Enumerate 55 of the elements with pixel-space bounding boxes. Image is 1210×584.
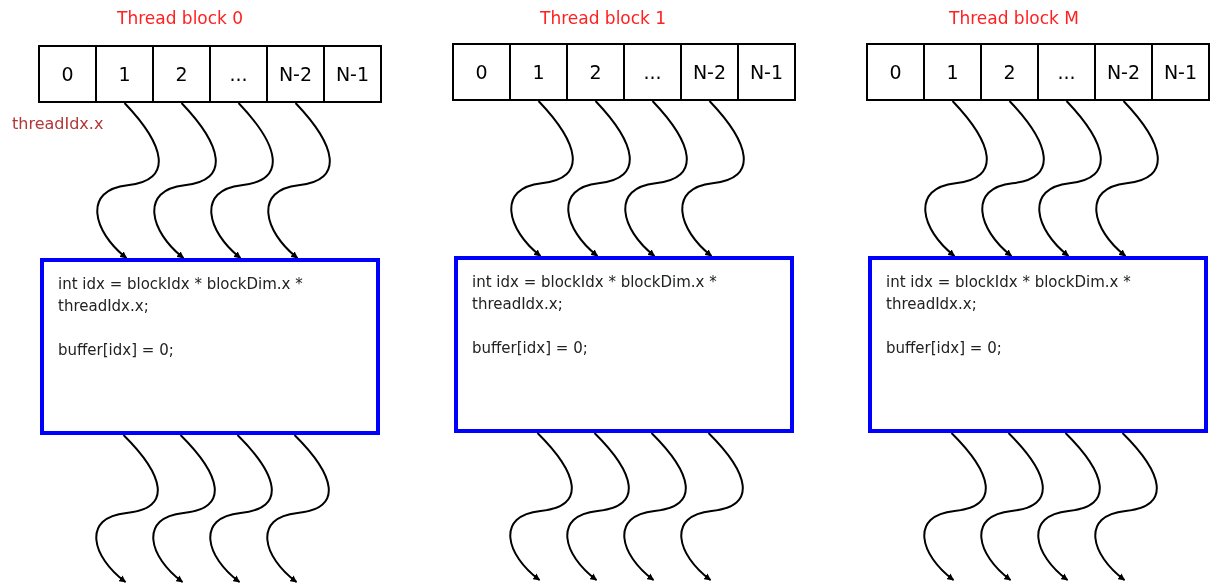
wavy-arrow [96, 102, 160, 259]
wavy-arrow [266, 434, 330, 583]
wavy-arrow [1094, 432, 1158, 581]
wavy-arrow [209, 434, 273, 583]
array-cell: ... [209, 45, 268, 103]
code-text: int idx = blockIdx * blockDim.x * threadIdx.x; [886, 272, 1132, 315]
wavy-arrow [680, 432, 744, 581]
array-cell: 1 [95, 45, 154, 103]
array-cell: N-1 [323, 45, 382, 103]
array-cell: N-2 [680, 43, 739, 101]
wavy-arrow [1038, 100, 1102, 257]
array-cell: 1 [509, 43, 568, 101]
wavy-arrow [681, 100, 745, 257]
array-cell: 0 [866, 43, 925, 101]
index-label: threadIdx.x [12, 114, 104, 133]
array-cell: N-2 [266, 45, 325, 103]
array-cell: 2 [980, 43, 1039, 101]
wavy-arrow [210, 102, 274, 259]
code-text: int idx = blockIdx * blockDim.x * threadIdx.x; [472, 272, 718, 315]
wavy-arrow [153, 102, 217, 259]
array-cell: ... [623, 43, 682, 101]
wavy-arrow [624, 100, 688, 257]
array-cell: N-2 [1094, 43, 1153, 101]
wavy-arrow [95, 434, 159, 583]
array-cell: N-1 [737, 43, 796, 101]
array-cell: 2 [152, 45, 211, 103]
wavy-arrow [924, 100, 988, 257]
wavy-arrow [510, 100, 574, 257]
wavy-arrow [1095, 100, 1159, 257]
wavy-arrow [152, 434, 216, 583]
array-cell: 2 [566, 43, 625, 101]
code-box [454, 256, 794, 433]
code-box [868, 256, 1208, 433]
array-cell: N-1 [1151, 43, 1210, 101]
array-cell: 1 [923, 43, 982, 101]
wavy-arrow [567, 100, 631, 257]
wavy-arrow [509, 432, 573, 581]
array-cell: 0 [452, 43, 511, 101]
wavy-arrow [267, 102, 331, 259]
code-text: buffer[idx] = 0; [472, 337, 589, 359]
array-cell: ... [1037, 43, 1096, 101]
wavy-arrow [566, 432, 630, 581]
wavy-arrow [923, 432, 987, 581]
array-cell: 0 [38, 45, 97, 103]
block-title: Thread block M [949, 8, 1080, 28]
wavy-arrow [623, 432, 687, 581]
code-text: buffer[idx] = 0; [886, 337, 1003, 359]
code-text: int idx = blockIdx * blockDim.x * threadIdx.x; [58, 274, 304, 317]
wavy-arrow [981, 100, 1045, 257]
wavy-arrow [1037, 432, 1101, 581]
wavy-arrow [980, 432, 1044, 581]
block-title: Thread block 1 [540, 8, 667, 28]
code-text: buffer[idx] = 0; [58, 339, 175, 361]
code-box [40, 258, 380, 435]
block-title: Thread block 0 [117, 8, 244, 28]
